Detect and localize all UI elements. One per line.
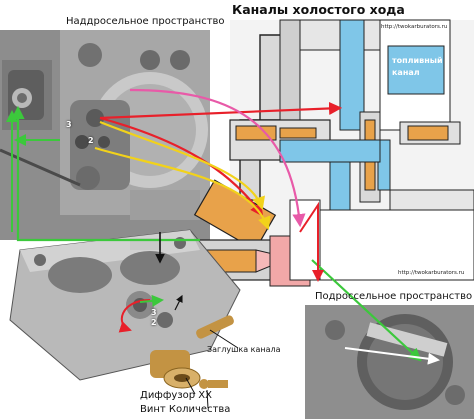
throttle-body-base: [9, 229, 241, 389]
watermark-right: http://twokarburators.ru: [398, 270, 465, 276]
photo-lower-throttle-space: [305, 305, 474, 419]
arrow-green-lower-right: [311, 259, 422, 362]
label-upper-throttle-space: Наддросельное пространство: [66, 16, 225, 27]
arrow-green-upper: [11, 105, 200, 242]
watermark-top: http://twokarburators.ru: [381, 24, 448, 30]
arrow-pink: [129, 88, 306, 228]
arrow-yellow-lower: [94, 146, 271, 231]
num-2-top: 2: [88, 136, 94, 145]
label-quantity-screw: Винт Количества: [140, 404, 231, 415]
num-3-top: 3: [66, 120, 72, 129]
leader-quantity-screw: [206, 389, 209, 409]
arrow-red-right: [299, 201, 324, 282]
arrow-green-left: [5, 110, 60, 232]
num-2-mid: 2: [151, 318, 157, 327]
num-3-mid: 3: [151, 308, 157, 317]
label-lower-throttle-space: Подроссельное пространство: [315, 291, 473, 302]
arrow-base-green: [139, 294, 164, 307]
label-fuel-channel-2: канал: [392, 68, 420, 77]
arrow-base-black: [155, 232, 183, 311]
leader-channel-plug: [209, 329, 239, 349]
label-channel-plug: Заглушка канала: [207, 345, 281, 354]
arrow-base-red: [118, 299, 151, 333]
label-diffuser: Диффузор ХХ: [140, 390, 212, 401]
arrow-red-upper: [99, 101, 343, 217]
label-fuel-channel-1: топливный: [392, 56, 443, 65]
carburetor-cross-section: [189, 19, 474, 287]
arrow-white-right: [344, 347, 440, 365]
photo-upper-throttle-space: [0, 30, 210, 240]
arrow-yellow-upper: [99, 120, 265, 211]
main-title: Каналы холостого хода: [232, 2, 405, 17]
leader-diffuser: [185, 377, 196, 395]
